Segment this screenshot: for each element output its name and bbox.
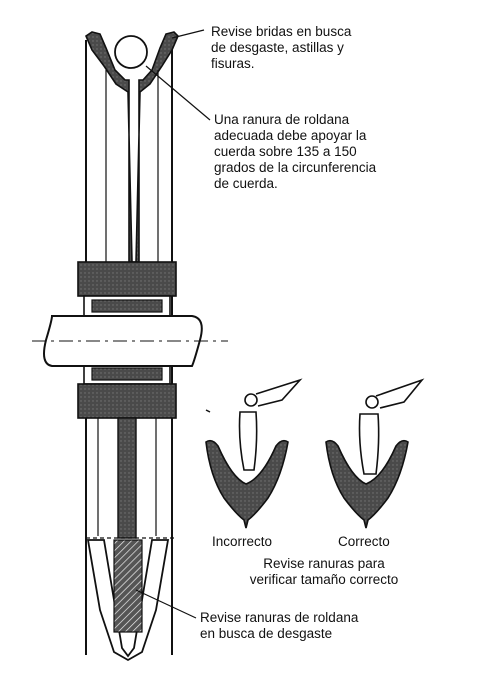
incorrect-rope-lead — [255, 378, 303, 407]
sheave-cross-section — [32, 31, 228, 662]
incorrect-rope-line — [238, 411, 258, 471]
groove-wear-label: Revise ranuras de roldana en busca de de… — [200, 610, 359, 641]
rope-in-groove — [114, 35, 148, 69]
lower-web — [117, 417, 137, 539]
groove-support-label: Una ranura de roldana adecuada debe apoy… — [214, 112, 377, 191]
lower-hub-block — [77, 383, 177, 419]
check-grooves-label: Revise ranuras para verificar tamaño cor… — [249, 556, 399, 587]
stray-mark — [205, 409, 211, 413]
leader-groove — [145, 65, 211, 121]
bearing-roller-top — [91, 299, 163, 313]
leader-wear — [135, 589, 197, 619]
correct-rope-lead — [375, 378, 425, 409]
correct-groove-shape — [325, 439, 409, 529]
incorrect-rope-end — [244, 393, 258, 407]
correct-rope-line — [358, 413, 380, 475]
worn-rope-section — [113, 539, 143, 633]
leader-flanges — [171, 29, 205, 39]
top-flange-web — [85, 31, 179, 263]
flange-inspection-label: Revise bridas en busca de desgaste, asti… — [211, 24, 352, 71]
correct-label: Correcto — [338, 534, 390, 549]
correct-groove-figure — [325, 378, 425, 529]
leader-lines — [135, 29, 211, 619]
upper-hub-block — [77, 261, 177, 297]
incorrect-groove-figure — [205, 378, 303, 529]
bearing-roller-bottom — [91, 367, 163, 381]
incorrect-label: Incorrecto — [212, 534, 273, 549]
correct-rope-end — [365, 395, 379, 409]
incorrect-groove-shape — [205, 439, 289, 529]
